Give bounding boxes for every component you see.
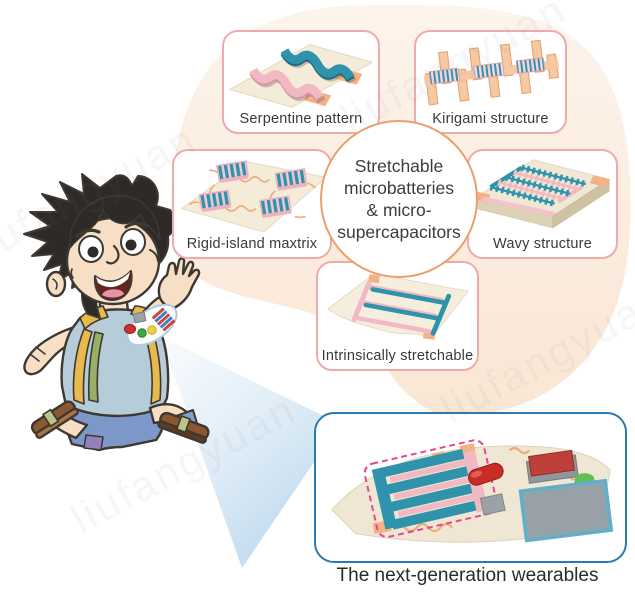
panel-wavy: Wavy structure (467, 149, 618, 259)
boy-front-sandal (157, 411, 210, 444)
red-module (525, 449, 579, 484)
boy-backpack-strap (87, 331, 104, 403)
panel-rigid-island-label: Rigid-island maxtrix (186, 236, 318, 252)
panel-wearables (314, 412, 627, 563)
panel-wavy-label: Wavy structure (493, 236, 592, 252)
panel-intrinsic: Intrinsically stretchable (316, 261, 479, 371)
hub-line-4: supercapacitors (337, 222, 461, 243)
serpentine-illustration (228, 44, 374, 108)
boy-bangs (69, 194, 161, 249)
hub-line-2: microbatteries (344, 177, 454, 198)
red-capsule (468, 462, 504, 486)
panel-kirigami: Kirigami structure (414, 30, 567, 134)
boy-waving-hand (157, 257, 201, 311)
panel-intrinsic-label: Intrinsically stretchable (321, 348, 474, 364)
boy-ear (45, 270, 67, 298)
gray-panel-large (518, 478, 614, 543)
boy-back-sandal (30, 400, 79, 439)
kirigami-illustration (423, 39, 560, 106)
panel-kirigami-label: Kirigami structure (432, 111, 549, 127)
hub-line-3: & micro- (366, 200, 432, 220)
rigid-island-illustration (180, 160, 328, 233)
wearable-patch (124, 303, 178, 347)
cartoon-boy (23, 173, 210, 452)
panel-serpentine-label: Serpentine pattern (239, 111, 363, 127)
gray-chip-small (479, 493, 506, 516)
panel-serpentine: Serpentine pattern (222, 30, 380, 134)
wearables-illustration (331, 439, 614, 543)
boy-nose (105, 244, 120, 265)
panel-rigid-island: Rigid-island maxtrix (172, 149, 332, 259)
hub-line-1: Stretchable (354, 155, 444, 176)
hub-circle: Stretchable microbatteries & micro- supe… (320, 120, 478, 278)
wavy-illustration (470, 159, 611, 229)
intrinsic-illustration (326, 273, 470, 340)
outcome-label: The next-generation wearables (336, 565, 599, 586)
